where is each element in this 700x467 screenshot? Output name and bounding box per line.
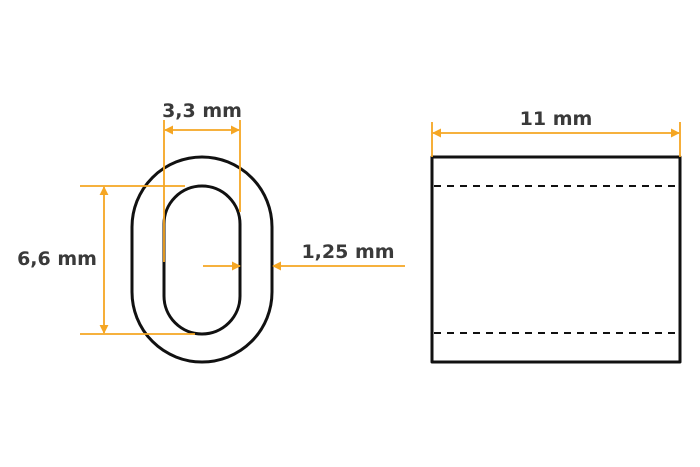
- side-view-outline: [430, 155, 682, 364]
- wall-thickness-label: 1,25 mm: [301, 241, 394, 263]
- wall-thickness-dimension: 1,25 mm: [203, 241, 405, 271]
- inner-oval-outline: [162, 184, 242, 336]
- side-view: [430, 155, 682, 364]
- inner-width-dimension: 3,3 mm: [162, 100, 242, 262]
- inner-height-label: 6,6 mm: [17, 248, 97, 270]
- inner-width-label: 3,3 mm: [162, 100, 242, 122]
- outer-oval-outline: [130, 155, 274, 364]
- length-label: 11 mm: [520, 108, 593, 130]
- cross-section-view: [130, 155, 274, 364]
- length-dimension: 11 mm: [431, 108, 681, 157]
- inner-height-dimension: 6,6 mm: [17, 185, 195, 335]
